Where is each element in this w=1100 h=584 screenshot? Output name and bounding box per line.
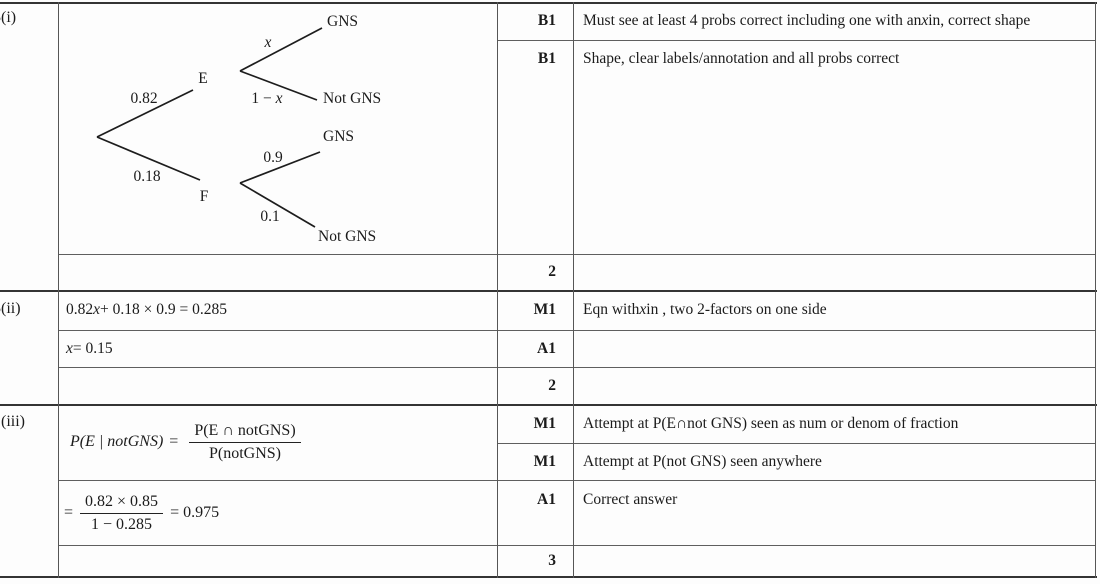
question-part-i-label: 5(i) (0, 9, 17, 26)
row-divider-tree-total (58, 254, 1096, 256)
node-f-label: F (199, 188, 209, 205)
mark-code-b1-1: B1 (537, 12, 556, 29)
calc-denominator: 1 − 0.285 (91, 515, 153, 533)
branch-prob-f-gns: 0.9 (263, 149, 283, 166)
mark-code-a1-iii: A1 (537, 491, 556, 508)
prob-one-minus: 1 − (251, 90, 276, 107)
branch-prob-e-gns: x (264, 34, 272, 51)
table-bottom-border (0, 576, 1097, 579)
column-divider-question-answer (58, 2, 60, 578)
probability-tree-diagram: 0.82 0.18 E F x 1 − x 0.9 0.1 GNS Not GN… (58, 2, 497, 254)
comment-m1-ii: Eqn with x in , two 2-factors on one sid… (573, 291, 1093, 329)
mark-code-m1-ii: M1 (533, 301, 556, 318)
fraction-numerator: P(E ∩ notGNS) (189, 422, 301, 443)
calc-fraction: 0.82 × 0.85 1 − 0.285 (80, 493, 164, 534)
formula-fraction: P(E ∩ notGNS) P(notGNS) (189, 422, 301, 463)
row-divider-iii-1 (58, 480, 1096, 482)
formula-lhs: P(E | notGNS) (70, 433, 164, 450)
branch-prob-e-notgns: 1 − x (251, 90, 282, 108)
calc-numerator: 0.82 × 0.85 (80, 493, 164, 514)
prob-x-var: x (275, 90, 283, 107)
leaf-f-notgns-label: Not GNS (318, 228, 377, 245)
comment-b1-1-pre: Must see at least 4 probs correct includ… (583, 12, 922, 29)
formula-equals: = (169, 433, 179, 450)
row-divider-b1 (497, 40, 1096, 42)
section-divider-ii-iii (0, 404, 1097, 407)
row-divider-iii-m1 (497, 443, 1096, 445)
branch-prob-e: 0.82 (130, 90, 158, 107)
comment-b1-1: Must see at least 4 probs correct includ… (573, 2, 1093, 40)
comment-b1-2: Shape, clear labels/annotation and all p… (583, 50, 900, 67)
comment-m1-ii-x: x (639, 301, 647, 318)
answer-iii-calculation: = 0.82 × 0.85 1 − 0.285 = 0.975 (64, 482, 219, 544)
table-right-border (1095, 2, 1097, 578)
fraction-denominator: P(notGNS) (208, 444, 281, 462)
section-divider-i-ii (0, 290, 1097, 293)
total-marks-ii: 2 (548, 376, 556, 394)
calc-equals: = (64, 504, 74, 521)
comment-m1-ii-pre: Eqn with (583, 301, 640, 318)
question-part-iii-label: (iii) (1, 413, 25, 430)
total-marks-i: 2 (548, 263, 556, 280)
leaf-e-notgns-label: Not GNS (323, 90, 382, 107)
branch-prob-f-notgns: 0.1 (260, 208, 280, 225)
comment-b1-1-x: x (921, 12, 929, 29)
answer-ii-eq-pre: 0.82 (66, 301, 94, 318)
table-top-border (0, 2, 1097, 5)
total-marks-iii: 3 (548, 551, 556, 569)
comment-a1-iii: Correct answer (583, 491, 678, 508)
comment-m1-ii-post: in , two 2-factors on one side (646, 301, 827, 318)
tree-branch-lines (96, 27, 323, 228)
mark-code-b1-2: B1 (537, 50, 556, 67)
question-part-ii-label: 5(ii) (0, 300, 21, 317)
row-divider-iii-2 (58, 545, 1096, 547)
answer-ii-result-x: x (66, 339, 73, 357)
answer-ii-result: x = 0.15 (66, 330, 486, 367)
comment-m1-iii-2: Attempt at P(not GNS) seen anywhere (583, 452, 822, 470)
answer-iii-conditional-formula: P(E | notGNS) = P(E ∩ notGNS) P(notGNS) (70, 406, 308, 478)
answer-ii-result-val: = 0.15 (72, 339, 113, 357)
calc-result: = 0.975 (170, 504, 220, 521)
comment-b1-1-post: in, correct shape (928, 12, 1031, 29)
mark-code-m1-iii-1: M1 (533, 415, 556, 432)
mark-code-m1-iii-2: M1 (533, 452, 556, 470)
row-divider-ii-2 (58, 367, 1096, 369)
answer-ii-eq-post: + 0.18 × 0.9 = 0.285 (100, 301, 227, 318)
node-e-label: E (198, 70, 208, 87)
leaf-e-gns-label: GNS (327, 13, 359, 30)
column-divider-answer-mark (497, 2, 499, 578)
leaf-f-gns-label: GNS (323, 128, 355, 145)
answer-ii-eq-x: x (93, 301, 101, 318)
row-divider-ii-1 (58, 330, 1096, 332)
mark-code-a1-ii: A1 (537, 339, 556, 357)
branch-prob-f: 0.18 (133, 168, 161, 185)
column-divider-mark-comment (573, 2, 575, 578)
comment-m1-iii-1: Attempt at P(E∩not GNS) seen as num or d… (583, 415, 959, 432)
